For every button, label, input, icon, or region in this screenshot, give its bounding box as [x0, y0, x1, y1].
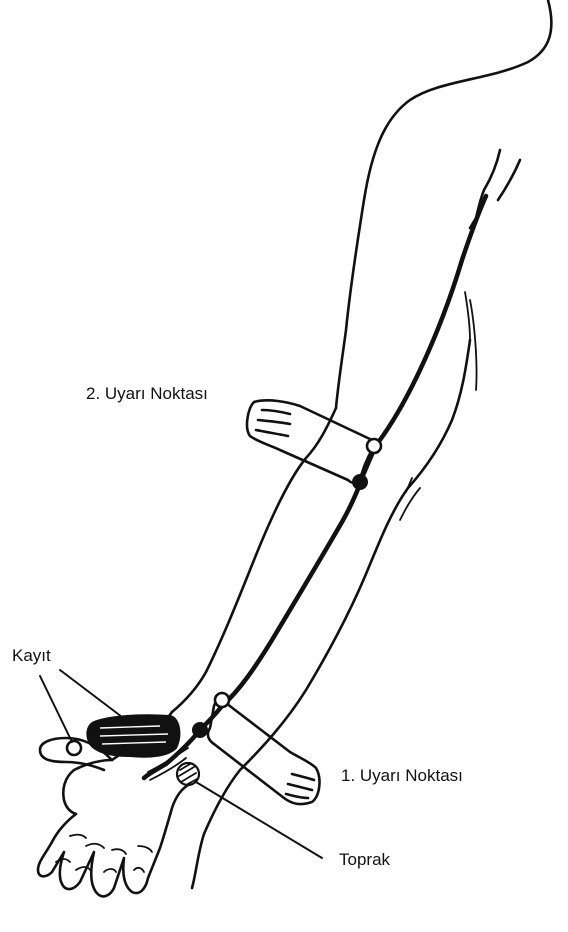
label-ground: Toprak — [339, 851, 390, 868]
stim1-electrode — [208, 699, 320, 804]
finger-lines — [56, 835, 152, 872]
arm-outline-top — [336, 0, 551, 408]
label-record: Kayıt — [12, 647, 51, 664]
stim2-cathode-marker — [353, 475, 367, 489]
record-leader-2 — [60, 670, 126, 720]
stim2-anode-marker — [367, 439, 381, 453]
record-leader-1 — [40, 676, 72, 742]
ground-leader — [196, 782, 322, 858]
nerve-main — [144, 196, 486, 778]
forearm-inner-line — [400, 478, 420, 520]
record-electrode — [87, 715, 179, 756]
label-stim1: 1. Uyarı Noktası — [341, 767, 463, 784]
stim1-cathode-marker — [193, 723, 207, 737]
label-stim2: 2. Uyarı Noktası — [86, 385, 208, 402]
arm-inner-line-upper — [465, 292, 470, 340]
stim2-electrode — [247, 400, 376, 483]
record-reference-marker — [67, 741, 81, 755]
hand-outline — [38, 760, 190, 896]
arm-inner-contour — [470, 300, 477, 390]
stim1-anode-marker — [215, 693, 229, 707]
